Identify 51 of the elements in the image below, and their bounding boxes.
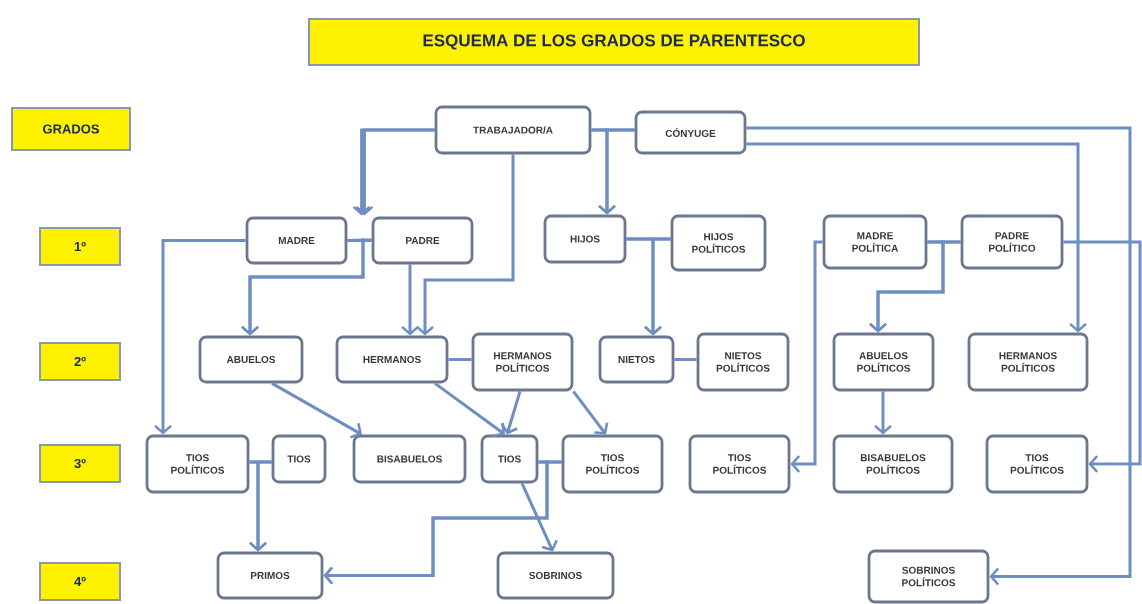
connector [154, 239, 246, 435]
relative-box: HERMANOS POLÍTICOS [967, 332, 1089, 392]
grade-box: 2º [39, 342, 121, 381]
grade-box: 4º [39, 562, 121, 601]
relative-box: TIOS POLÍTICOS [145, 434, 250, 494]
relative-box: BISABUELOS [352, 434, 467, 484]
connector [249, 460, 272, 552]
relative-box: SOBRINOS [496, 551, 615, 600]
connector [869, 240, 961, 333]
relative-box: ABUELOS [198, 335, 304, 384]
connector [520, 482, 558, 552]
relative-box: HERMANOS POLÍTICOS [471, 332, 574, 392]
relative-box: MADRE POLÍTICA [822, 214, 928, 270]
relative-box: TIOS POLÍTICOS [688, 434, 791, 494]
connector [434, 382, 505, 438]
relative-box: PADRE POLÍTICO [960, 214, 1064, 270]
relative-box: SOBRINOS POLÍTICOS [867, 549, 990, 604]
connector [416, 154, 515, 336]
relative-box: TIOS POLÍTICOS [985, 434, 1089, 494]
relative-box: PRIMOS [216, 551, 324, 600]
connector [401, 264, 419, 336]
relative-box: TIOS [480, 434, 539, 484]
relative-box: TIOS [271, 434, 327, 484]
relative-box: HIJOS POLÍTICOS [670, 214, 767, 272]
connector [746, 126, 1132, 586]
connector [598, 128, 635, 215]
connector [874, 391, 892, 435]
connector [790, 240, 823, 473]
connector [500, 390, 522, 435]
grade-box: GRADOS [11, 107, 131, 151]
relative-box: NIETOS POLÍTICOS [696, 332, 790, 392]
connector [1063, 240, 1142, 473]
title: ESQUEMA DE LOS GRADOS DE PARENTESCO [308, 18, 920, 66]
grade-box: 3º [39, 444, 121, 483]
connector [271, 382, 362, 439]
connector [572, 390, 609, 435]
relative-box: NIETOS [598, 335, 675, 384]
relative-box: PADRE [371, 216, 474, 265]
relative-box: HERMANOS [335, 335, 449, 384]
connector [644, 237, 671, 336]
relative-box: ABUELOS POLÍTICOS [832, 332, 935, 392]
relative-box: TIOS POLÍTICOS [561, 434, 664, 494]
relative-box: CÓNYUGE [634, 110, 747, 155]
grade-box: 1º [39, 227, 121, 266]
connector [448, 358, 472, 361]
connector [746, 142, 1087, 333]
relative-box: HIJOS [543, 214, 627, 264]
relative-box: MADRE [245, 216, 348, 265]
connector [674, 358, 697, 361]
relative-box: TRABAJADOR/A [434, 105, 592, 155]
relative-box: BISABUELOS POLÍTICOS [832, 434, 954, 494]
